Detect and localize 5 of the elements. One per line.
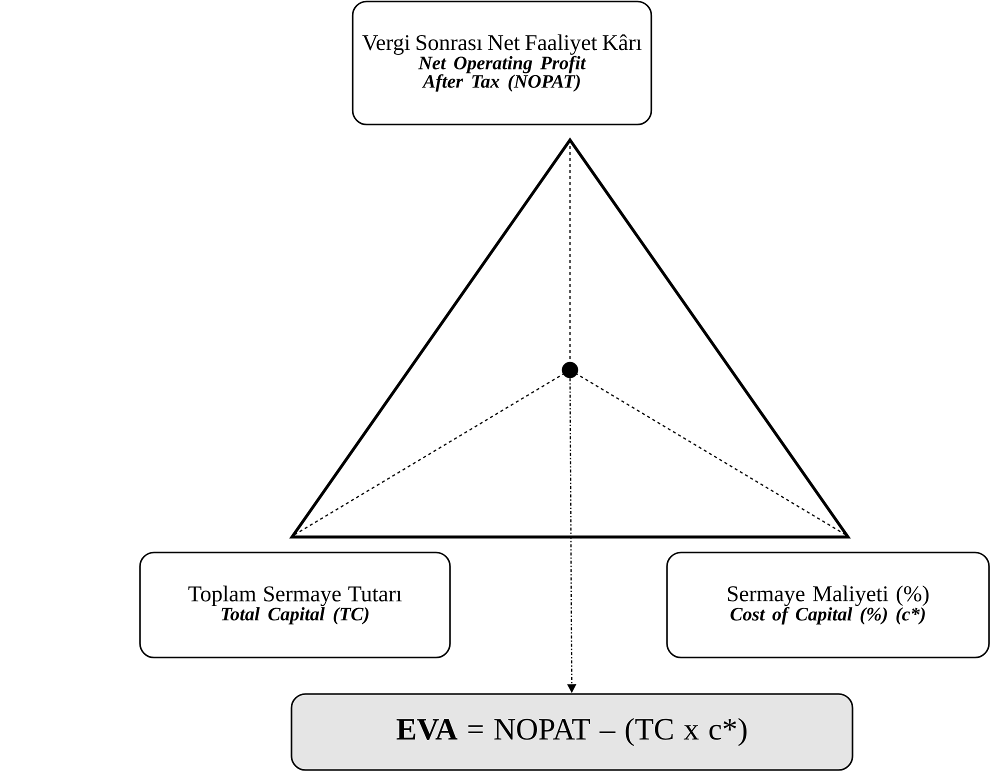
text-box: Toplam Sermaye Tutarı Total Capital (TC) [139,552,451,658]
center-dot [562,362,578,378]
text-box: Vergi Sonrası Net Faaliyet Kârı Net Operating Profit After Tax (NOPAT) [352,0,652,126]
text-box: Sermaye Maliyeti (%) Cost of Capital (%) (c*) [666,552,990,658]
formula-box: EVA = NOPAT – (TC x c*) [290,693,854,771]
